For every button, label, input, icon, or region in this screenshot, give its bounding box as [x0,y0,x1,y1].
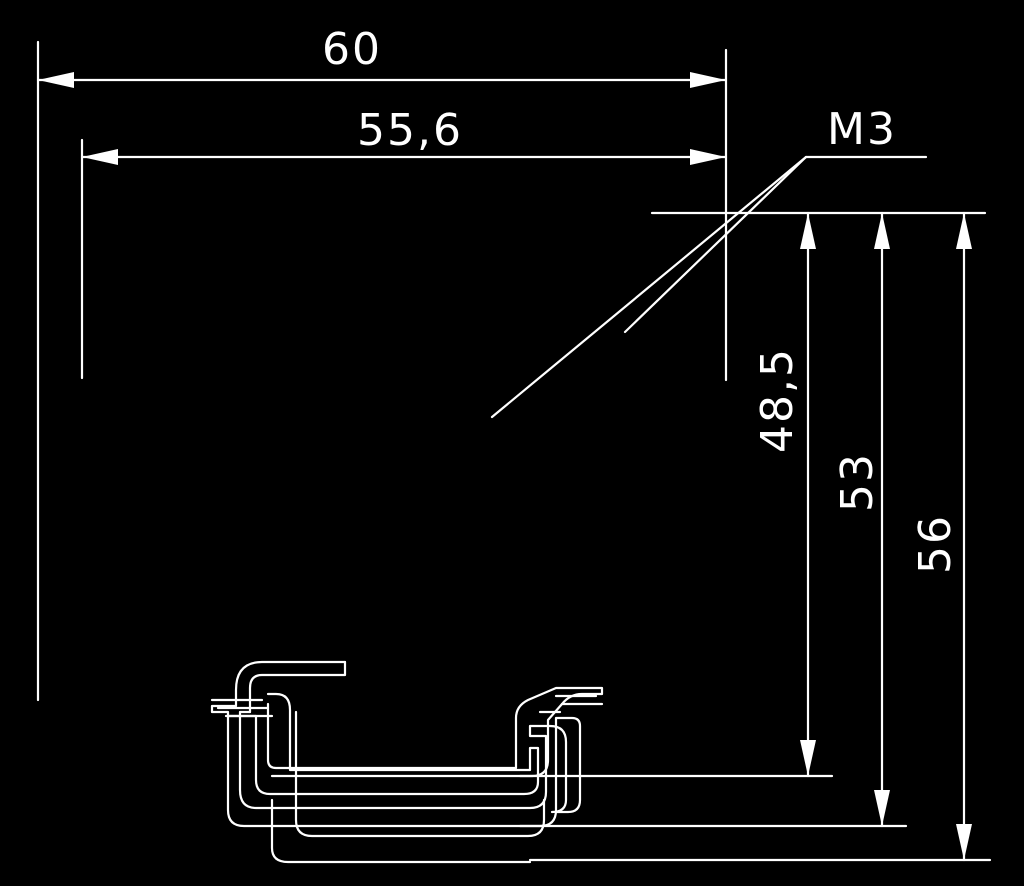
thread-callout: M3 [490,104,928,419]
dimension-height-inner: 48,5 [518,211,834,778]
profile-outline-second [238,710,568,814]
dimension-height-mid: 53 [518,211,908,828]
dimension-label-height-overall: 56 [910,514,961,574]
profile-outline-inner [266,686,604,778]
profile-outline-third [226,692,540,796]
dimension-overall-width: 60 [36,24,728,88]
dimension-label-overall-width: 60 [322,24,382,75]
profile-right-flange [538,694,604,714]
dimension-label-height-mid: 53 [832,452,883,512]
dimension-label-height-inner: 48,5 [752,347,803,453]
dimension-label-inner-width: 55,6 [357,105,463,156]
profile-left-flange [210,698,274,718]
channel-profile [210,660,604,864]
profile-outline-bottom [270,798,532,864]
profile-outline-lower [294,710,546,838]
profile-outline-outer-top-lip [248,660,347,714]
dimension-inner-width: 55,6 [80,105,728,165]
dimension-height-overall: 56 [528,211,992,862]
thread-callout-label: M3 [827,104,897,155]
profile-outline-outer [210,660,582,828]
